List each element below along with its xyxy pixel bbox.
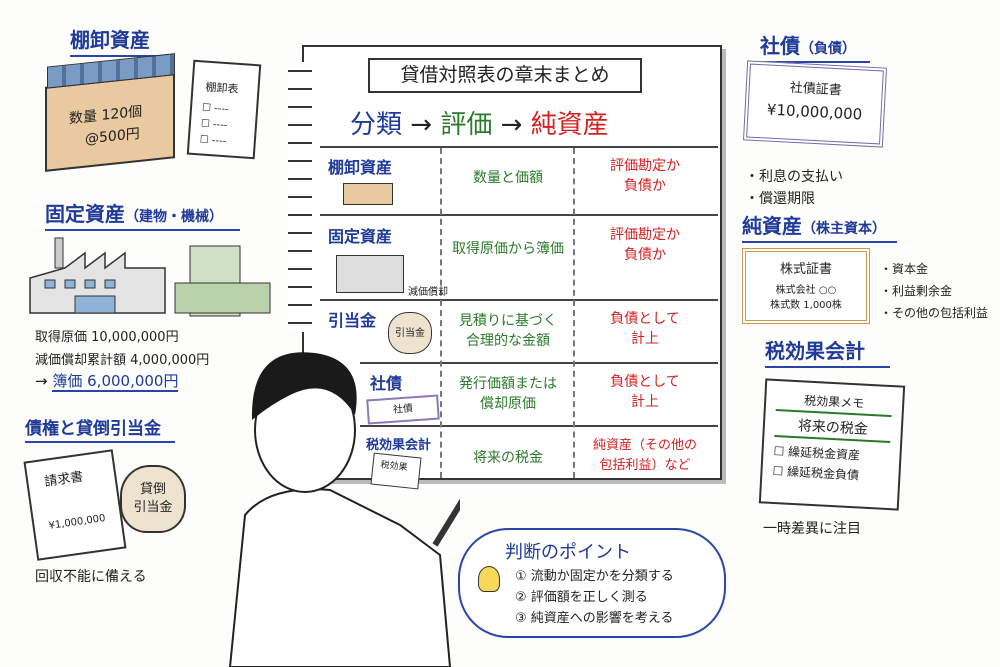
- notebook-title: 貸借対照表の章末まとめ: [368, 58, 642, 93]
- spiral-binding: [288, 62, 312, 332]
- box-icon: [343, 183, 393, 205]
- clipboard-title: 棚卸表: [205, 80, 239, 96]
- row-label: 社債: [370, 374, 403, 393]
- column-divider: [440, 148, 442, 478]
- bullet-item: ・その他の包括利益: [880, 306, 989, 320]
- tax-memo-title: 税効果メモ: [775, 389, 893, 418]
- key-points-bubble: 判断のポイント ① 流動か固定かを分類する ② 評価額を正しく測る ③ 純資産へ…: [458, 528, 726, 638]
- divider: [320, 214, 718, 216]
- tax-memo: 税効果メモ 将来の税金 ☐ 繰延税金資産 ☐ 繰延税金負債: [758, 378, 906, 511]
- lightbulb-icon: [478, 566, 500, 592]
- row-result: 評価勘定か 負債か: [610, 158, 680, 194]
- arrow: →: [35, 372, 48, 390]
- flow-arrow: →: [410, 110, 433, 140]
- book-value-line: → 簿価 6,000,000円: [35, 370, 179, 392]
- tax-memo-subtitle: 将来の税金: [774, 415, 892, 444]
- stock-cert-title: 株式証書: [779, 262, 832, 277]
- acquisition-cost: 取得原価 10,000,000円: [35, 330, 179, 345]
- bullet-item: ・利息の支払い: [745, 169, 843, 185]
- stock-cert-shares: 株式数 1,000株: [770, 300, 842, 311]
- bullet-item: ・利益剰余金: [880, 284, 953, 298]
- book-value: 簿価 6,000,000円: [52, 372, 179, 392]
- column-divider: [573, 148, 575, 478]
- row-label: 棚卸資産: [328, 158, 393, 177]
- box-unit-price: @500円: [85, 125, 140, 148]
- point-item: ③ 純資産への影響を考える: [515, 611, 674, 626]
- box-contents: [47, 53, 175, 89]
- invoice-amount: ¥1,000,000: [47, 512, 107, 532]
- divider: [320, 146, 718, 148]
- row-label: 税効果会計: [366, 438, 432, 453]
- row-result: 評価勘定か 負債か: [610, 227, 680, 263]
- receivables-note: 回収不能に備える: [35, 569, 147, 585]
- flow-net-assets: 純資産: [530, 110, 609, 140]
- point-item: ① 流動か固定かを分類する: [515, 569, 674, 584]
- allowance-bag-icon: 引当金: [388, 312, 432, 354]
- inventory-heading: 棚卸資産: [70, 24, 170, 57]
- bond-heading-main: 社債: [760, 34, 800, 58]
- row-evaluation: 将来の税金: [473, 450, 543, 466]
- row-evaluation: 見積りに基づく 合理的な金額: [459, 313, 557, 349]
- bullet-item: ・資本金: [880, 262, 929, 276]
- key-points-list: ① 流動か固定かを分類する ② 評価額を正しく測る ③ 純資産への影響を考える: [515, 566, 674, 629]
- divider: [360, 362, 718, 364]
- stock-cert-company: 株式会社 ○○: [775, 285, 837, 296]
- row-evaluation: 数量と価額: [473, 170, 543, 186]
- fixed-assets-heading-sub: （建物・機械）: [125, 209, 223, 225]
- bond-bullets: ・利息の支払い ・償還期限: [745, 166, 843, 210]
- stock-certificate: 株式証書 株式会社 ○○ 株式数 1,000株: [742, 248, 870, 324]
- receivables-heading: 債権と貸倒引当金: [25, 414, 175, 443]
- bag-label-2: 引当金: [133, 500, 173, 515]
- tax-heading: 税効果会計: [765, 335, 890, 368]
- fixed-assets-heading: 固定資産（建物・機械）: [45, 198, 240, 231]
- equity-heading-main: 純資産: [742, 214, 802, 238]
- row-label: 引当金: [328, 311, 377, 330]
- accumulated-depreciation: 減価償却累計額 4,000,000円: [35, 353, 210, 368]
- row-label: 固定資産: [328, 227, 393, 246]
- tax-note: 一時差異に注目: [763, 521, 861, 537]
- clipboard-illustration: 棚卸表 ☐ ----☐ ----☐ ----: [186, 59, 262, 160]
- invoice-title: 請求書: [43, 469, 85, 490]
- invoice-illustration: 請求書 ¥1,000,000: [23, 449, 127, 561]
- inventory-box-illustration: 数量 120個 @500円: [45, 53, 175, 172]
- depreciation-note: 減価償却: [408, 287, 448, 298]
- bubble-title: 判断のポイント: [505, 542, 631, 563]
- allowance-bag-illustration: 貸倒 引当金: [120, 465, 186, 533]
- equity-heading-sub: （株主資本）: [802, 221, 886, 237]
- divider: [320, 299, 718, 301]
- equity-bullets: ・資本金 ・利益剰余金 ・その他の包括利益: [880, 258, 988, 324]
- flow-arrow: →: [500, 110, 523, 140]
- bullet-item: ・償還期限: [745, 191, 815, 207]
- point-item: ② 評価額を正しく測る: [515, 590, 648, 605]
- bond-heading-sub: （負債）: [800, 41, 856, 57]
- person-illustration: [228, 352, 460, 667]
- bond-cert-title: 社債証書: [789, 80, 843, 99]
- machine-icon: [336, 255, 404, 293]
- row-result: 純資産（その他の 包括利益）など: [592, 438, 697, 473]
- bag-label-1: 貸倒: [139, 482, 166, 497]
- flow-classification: 分類: [350, 110, 403, 140]
- flow-header: 分類 → 評価 → 純資産: [350, 104, 609, 141]
- row-result: 負債として 計上: [610, 311, 680, 347]
- bond-heading: 社債（負債）: [760, 30, 870, 63]
- row-result: 負債として 計上: [610, 374, 680, 410]
- divider: [360, 425, 718, 427]
- row-evaluation: 取得原価から簿価: [452, 241, 564, 257]
- factory-and-machine-illustration: [29, 237, 271, 317]
- bond-certificate: 社債証書 ¥10,000,000: [743, 60, 887, 148]
- bond-cert-amount: ¥10,000,000: [766, 100, 863, 124]
- fixed-assets-heading-main: 固定資産: [45, 202, 125, 226]
- clipboard-checklist: ☐ ----☐ ----☐ ----: [199, 102, 229, 148]
- flow-evaluation: 評価: [440, 110, 493, 140]
- equity-heading: 純資産（株主資本）: [742, 210, 897, 243]
- row-evaluation: 発行価額または 償却原価: [459, 376, 557, 412]
